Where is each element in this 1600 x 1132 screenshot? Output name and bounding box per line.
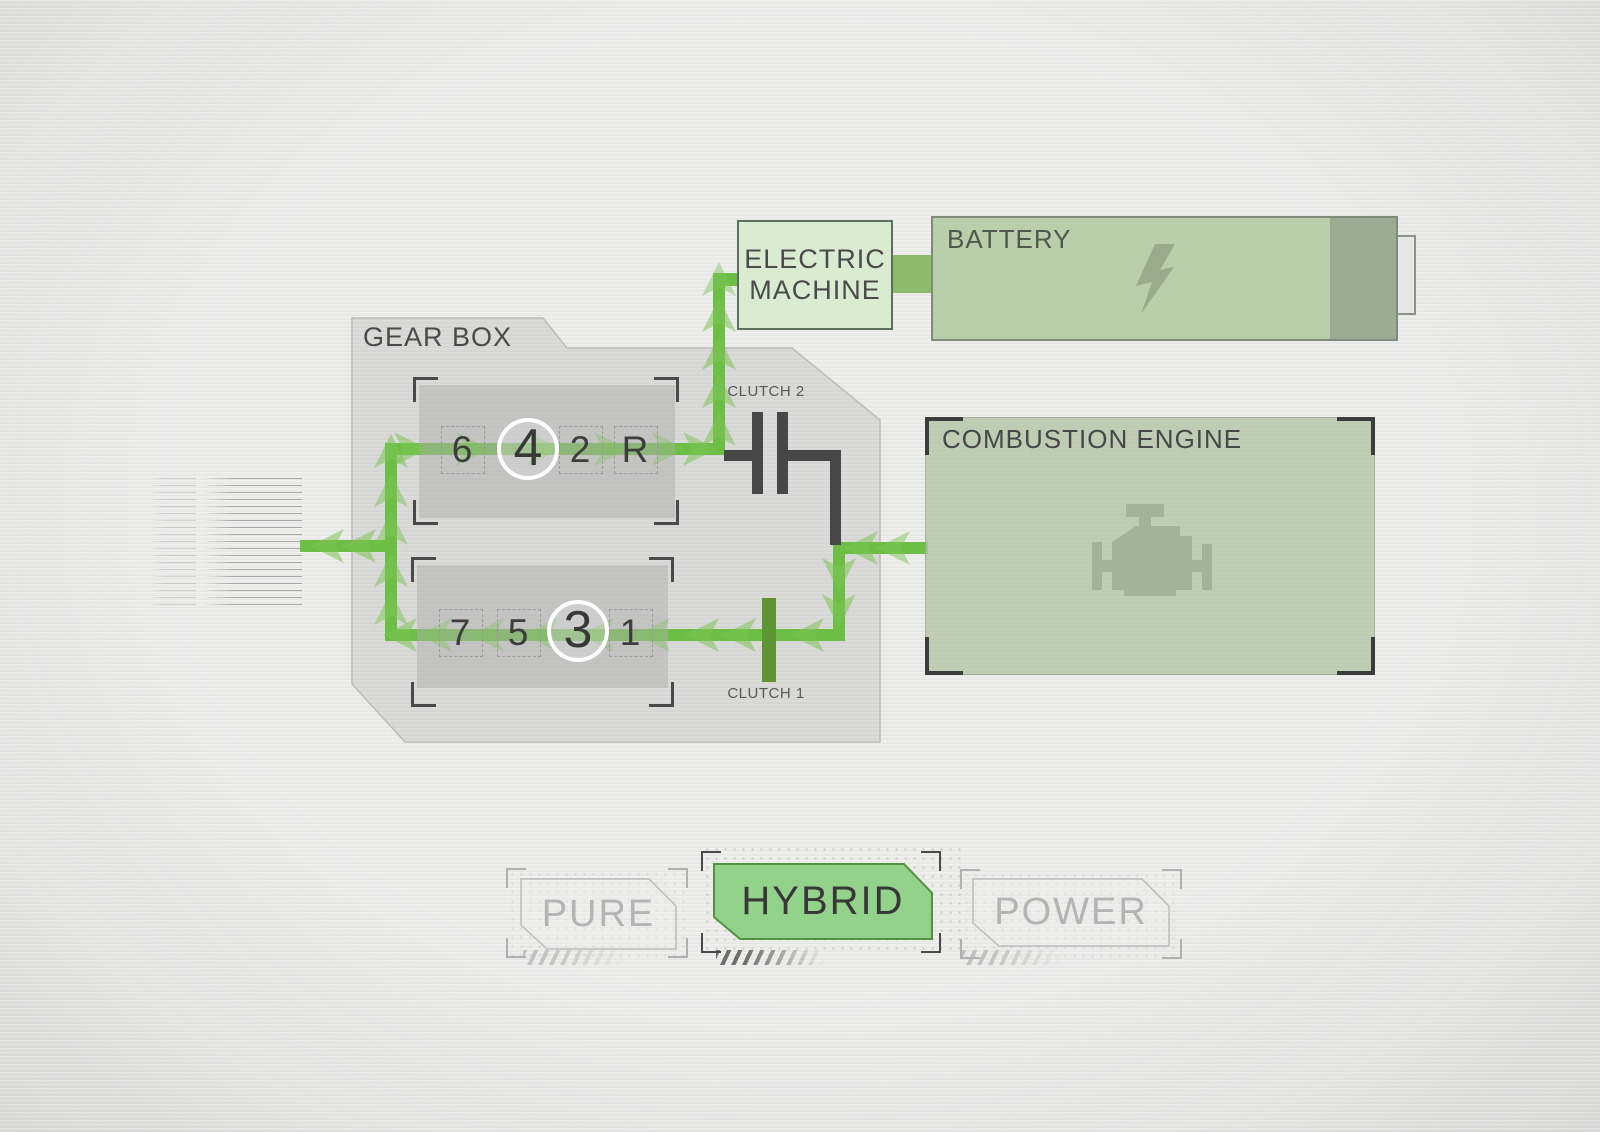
electric-machine-box: ELECTRIC MACHINE (737, 220, 893, 330)
mode-power-label: POWER (994, 891, 1148, 933)
electric-machine-label-line2: MACHINE (749, 275, 881, 305)
battery-label: BATTERY (947, 224, 1072, 254)
mode-hybrid-label: HYBRID (741, 879, 905, 923)
mode-pure-label: PURE (541, 892, 656, 935)
gear-5: 5 (507, 612, 529, 653)
gear-R: R (621, 429, 649, 470)
mode-button-hybrid[interactable]: HYBRID (713, 863, 933, 940)
gearbox-label: GEAR BOX (363, 322, 513, 352)
engine-icon (1092, 504, 1212, 596)
combustion-engine-label: COMBUSTION ENGINE (942, 424, 1243, 454)
gear-6: 6 (451, 429, 473, 470)
clutch-2-label: CLUTCH 2 (727, 383, 805, 400)
battery-cap (1330, 218, 1396, 339)
lightning-bolt-icon (1136, 244, 1175, 314)
gear-7: 7 (449, 612, 471, 653)
gear-4-selected: 4 (513, 419, 543, 477)
gear-3-selected: 3 (563, 601, 593, 659)
mode-button-pure[interactable]: PURE (520, 878, 677, 950)
gear-2: 2 (569, 429, 591, 470)
clutch-1-symbol (762, 598, 776, 682)
gear-1: 1 (619, 612, 641, 653)
battery-connector (893, 255, 933, 293)
mode-button-power[interactable]: POWER (972, 878, 1170, 947)
clutch-1-label: CLUTCH 1 (727, 685, 805, 702)
drive-output-lines (150, 478, 302, 606)
battery-terminal (1396, 235, 1416, 315)
clutch-2-symbol (724, 412, 841, 545)
battery-box: BATTERY (931, 216, 1398, 341)
electric-machine-label-line1: ELECTRIC (744, 244, 886, 274)
combustion-engine-box: COMBUSTION ENGINE (925, 417, 1375, 675)
